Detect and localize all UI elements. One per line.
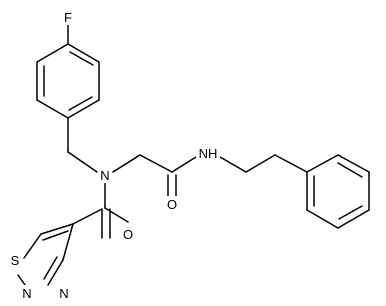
bond: [306, 209, 339, 229]
atom-label-thiadiazole-nitrogen-left: N: [22, 286, 31, 301]
double-bond-inner: [68, 96, 93, 111]
bond: [245, 154, 276, 173]
bond: [219, 156, 247, 173]
fluorophenyl-ring: [36, 43, 100, 119]
bond: [23, 233, 42, 259]
phenyl-ring: [306, 154, 370, 229]
bond: [67, 43, 100, 63]
bond: [139, 154, 173, 173]
bond: [47, 259, 64, 286]
bond: [36, 99, 69, 119]
double-bond-inner: [69, 51, 94, 66]
atom-label-thiadiazole-sulfur: S: [11, 253, 20, 268]
double-bond-inner: [42, 230, 69, 241]
bond: [171, 156, 197, 173]
thiadiazole-ring: [17, 223, 74, 293]
atom-label-secondary-amide-nh: NH: [199, 146, 218, 161]
double-bond-inner: [43, 256, 58, 280]
bond: [67, 99, 100, 119]
bond: [104, 207, 129, 223]
bond: [40, 223, 74, 235]
bond: [67, 151, 98, 173]
atom-label-fluorine: F: [64, 10, 72, 25]
bond: [72, 208, 103, 225]
bond: [274, 154, 308, 173]
atom-label-amide-nitrogen: N: [100, 168, 109, 183]
atom-label-upper-carbonyl-oxygen: O: [167, 197, 177, 212]
double-bond-inner: [337, 162, 363, 178]
double-bond-inner: [338, 205, 363, 220]
bond: [337, 154, 370, 173]
atom-label-thiadiazole-nitrogen-right: N: [59, 286, 68, 301]
atom-label-lower-carbonyl-oxygen: O: [123, 227, 133, 242]
bond: [306, 154, 339, 173]
bond: [112, 154, 141, 173]
bond: [337, 209, 370, 229]
bond: [62, 223, 74, 261]
bond: [36, 43, 69, 63]
